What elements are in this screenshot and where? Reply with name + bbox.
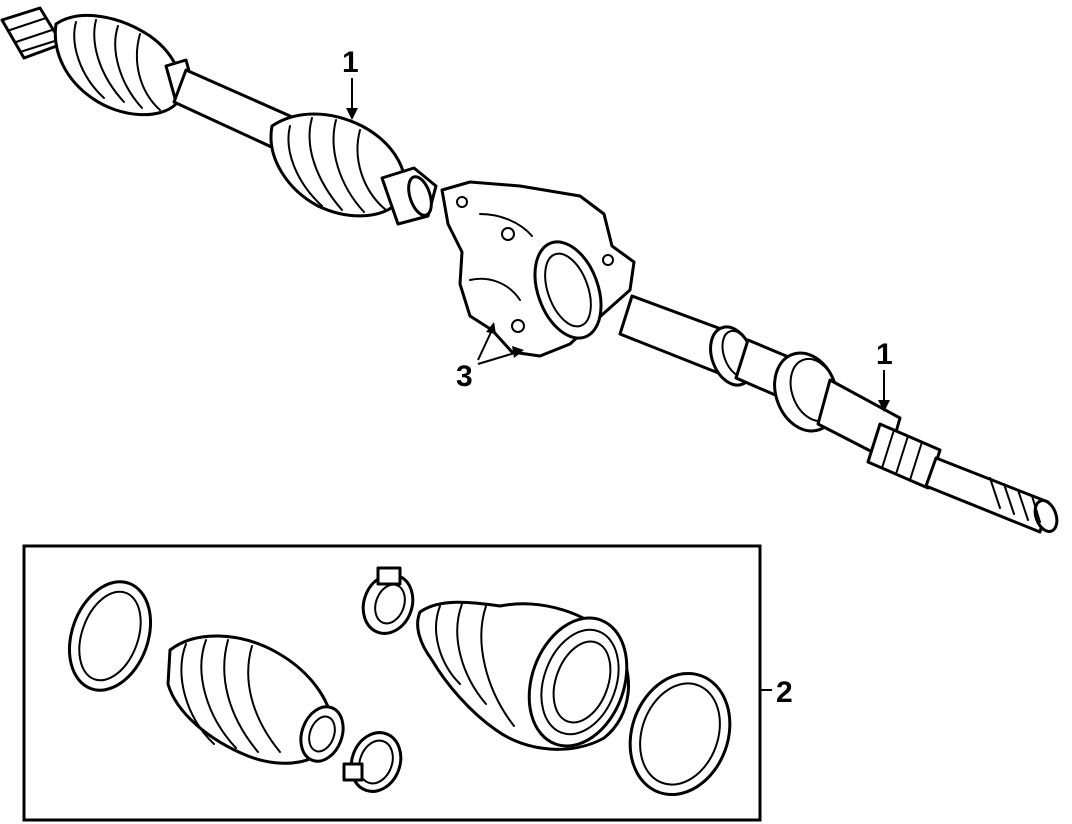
intermediate-bracket <box>440 180 636 358</box>
outer-clamp-ring <box>67 580 153 692</box>
top-clamp <box>361 566 415 635</box>
inner-boot <box>166 634 345 765</box>
callout-label: 1 <box>876 338 893 371</box>
small-clamp <box>342 731 403 793</box>
left-axle-shaft <box>0 6 438 226</box>
callout-label: 2 <box>776 676 793 709</box>
boot-kit-box <box>22 544 762 822</box>
outer-boot <box>416 600 630 751</box>
callout-bracket: 3 <box>456 322 524 393</box>
callout-label: 1 <box>342 46 359 79</box>
right-intermediate-shaft <box>618 294 1059 534</box>
callout-label: 3 <box>456 360 473 393</box>
callout-left-shaft: 1 <box>342 46 359 120</box>
callout-right-shaft: 1 <box>876 338 893 412</box>
callout-boot-kit: 2 <box>760 676 793 709</box>
large-clamp-ring <box>628 671 732 797</box>
